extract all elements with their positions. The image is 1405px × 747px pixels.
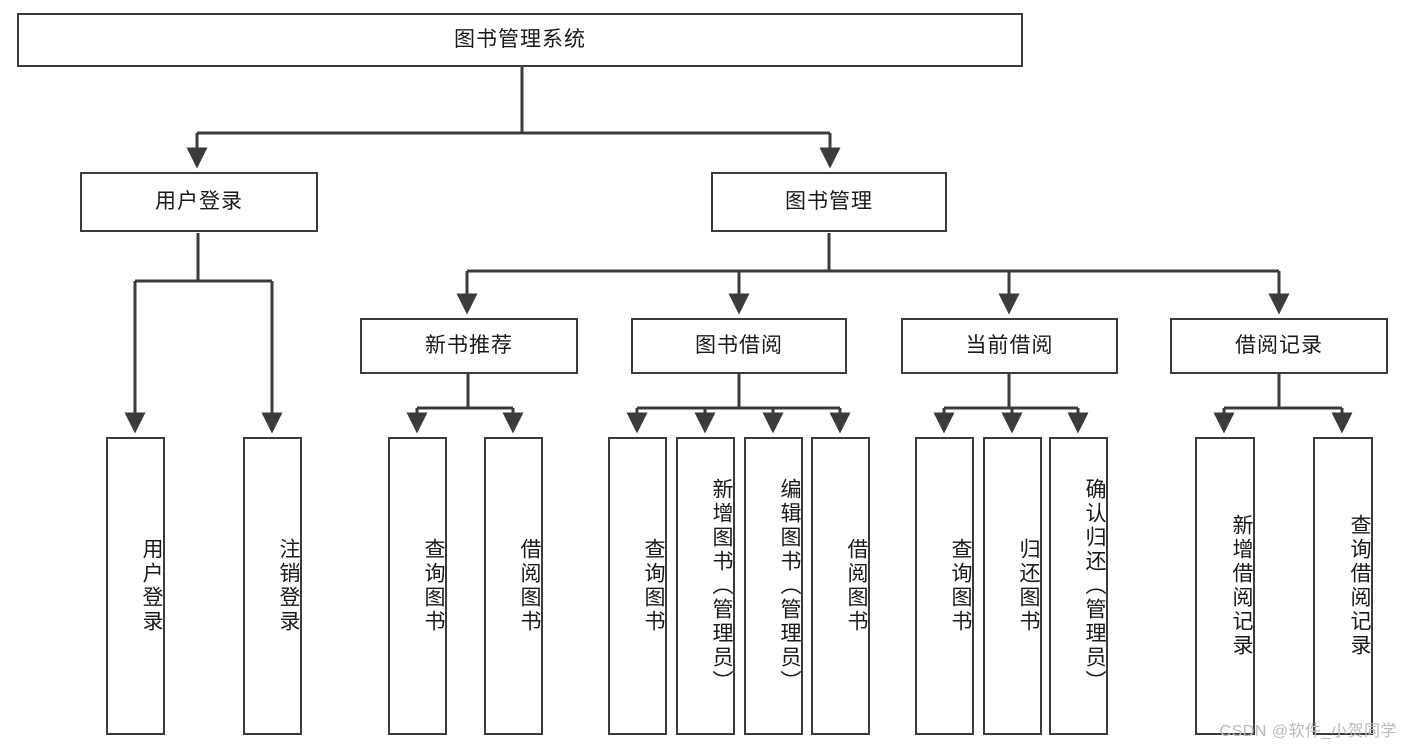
leaf-user-login-signout[interactable]: 注销登录	[243, 437, 302, 735]
leaf-current-borrow-query[interactable]: 查询图书	[915, 437, 974, 735]
leaf-borrow-record-add[interactable]: 新增借阅记录	[1195, 437, 1255, 735]
leaf-book-borrow-query[interactable]: 查询图书	[608, 437, 667, 735]
leaf-user-login-signin[interactable]: 用户登录	[106, 437, 165, 735]
leaf-new-book-query[interactable]: 查询图书	[388, 437, 447, 735]
node-current-borrow[interactable]: 当前借阅	[901, 318, 1118, 374]
node-book-borrow[interactable]: 图书借阅	[631, 318, 847, 374]
csdn-watermark: CSDN @软件_小贺同学	[1219, 723, 1397, 740]
leaf-book-borrow-borrow[interactable]: 借阅图书	[811, 437, 870, 735]
node-new-book-recommend[interactable]: 新书推荐	[360, 318, 578, 374]
leaf-book-borrow-edit-admin[interactable]: 编辑图书（管理员）	[744, 437, 803, 735]
node-borrow-record[interactable]: 借阅记录	[1170, 318, 1388, 374]
leaf-book-borrow-add-admin[interactable]: 新增图书（管理员）	[676, 437, 735, 735]
leaf-borrow-record-query[interactable]: 查询借阅记录	[1313, 437, 1373, 735]
leaf-current-borrow-confirm-admin[interactable]: 确认归还（管理员）	[1049, 437, 1108, 735]
node-user-login[interactable]: 用户登录	[80, 172, 318, 232]
node-root-system[interactable]: 图书管理系统	[17, 13, 1023, 67]
node-book-management[interactable]: 图书管理	[711, 172, 947, 232]
leaf-current-borrow-return[interactable]: 归还图书	[983, 437, 1042, 735]
leaf-new-book-borrow[interactable]: 借阅图书	[484, 437, 543, 735]
